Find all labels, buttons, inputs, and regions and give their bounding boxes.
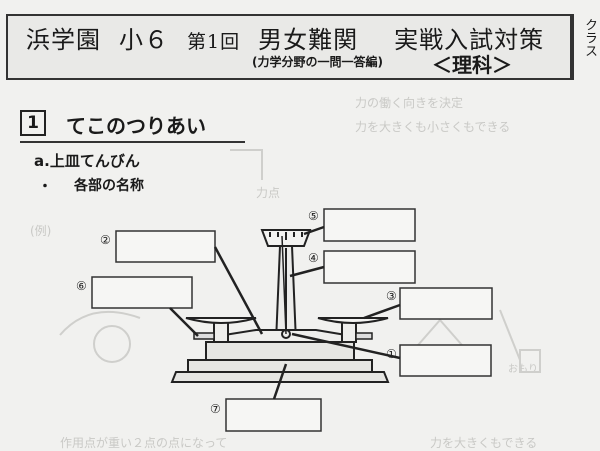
subsection-subheading: 各部の名称 (74, 178, 144, 194)
balance-beam (217, 329, 353, 343)
section-title: てこのつりあい (66, 114, 206, 138)
balance-scale (260, 229, 312, 247)
session-label: 第1回 (187, 31, 241, 53)
ghost-text: 力を大きくもできる (430, 436, 538, 450)
course-label: 男女難関 (258, 26, 359, 54)
ghost-text: 力点 (256, 186, 281, 200)
balance-pans (185, 317, 389, 324)
pointer-needle (281, 235, 287, 335)
ghost-drawing (59, 149, 541, 373)
marker-5: ⑤ (308, 209, 319, 223)
bullet: ・ (38, 179, 52, 195)
balance-base (170, 341, 390, 383)
ghost-text: 力の働く向きを決定 (355, 96, 464, 110)
header-frame (6, 14, 572, 80)
ghost-text: 作用点が重い２点の点になって (60, 436, 228, 450)
exam-title: 実戦入試対策 (394, 26, 545, 54)
marker-3: ③ (386, 289, 397, 303)
adjusting-screws (193, 332, 373, 340)
subsection-heading: a.上皿てんびん (34, 152, 140, 170)
header-divider (572, 14, 574, 80)
section-underline (20, 141, 245, 143)
section-number: 1 (20, 110, 46, 136)
marker-1: ① (386, 347, 397, 361)
leader-lines (169, 225, 401, 400)
class-label: クラス (582, 18, 597, 57)
marker-4: ④ (308, 251, 319, 265)
marker-6: ⑥ (76, 279, 87, 293)
grade-label: 小６ (119, 26, 169, 54)
header-title: 浜学園小６ 第1回男女難関 実戦入試対策 (26, 20, 544, 55)
ghost-text: おもり (508, 364, 538, 375)
ghost-text: 力を大きくも小さくもできる (355, 120, 511, 134)
header-subtitle: (力学分野の一問一答編) (252, 55, 383, 69)
school-name: 浜学園 (26, 26, 101, 54)
marker-7: ⑦ (210, 402, 221, 416)
circled-number-markers: ② ⑥ ⑤ ④ ③ ① ⑦ (76, 209, 397, 416)
ghost-text: (例) (30, 224, 52, 238)
subject-label: ＜理科＞ (432, 53, 512, 77)
marker-2: ② (100, 233, 111, 247)
label-boxes (91, 208, 493, 432)
